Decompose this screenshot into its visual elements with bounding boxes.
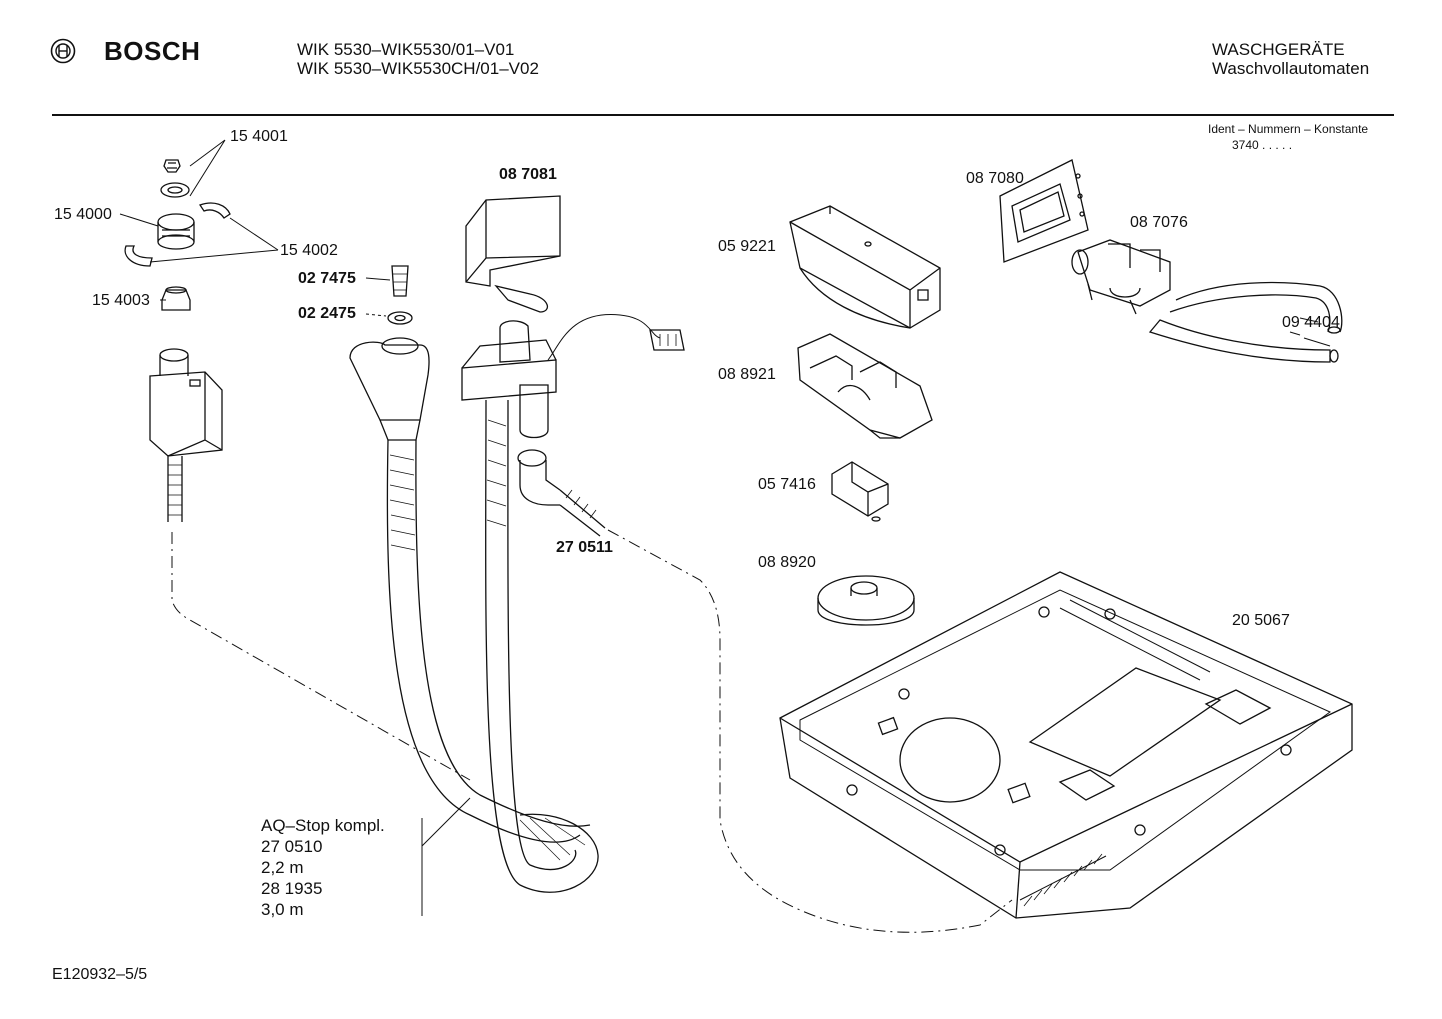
- label-05-9221: 05 9221: [718, 238, 776, 255]
- base-plate-20-5067: [779, 571, 1353, 919]
- cover-08-7081: [465, 195, 561, 313]
- drain-hose: [461, 320, 599, 893]
- label-08-7080: 08 7080: [966, 170, 1024, 187]
- label-15-4000: 15 4000: [54, 206, 112, 223]
- label-15-4001: 15 4001: [230, 128, 288, 145]
- plug-05-7416: [831, 461, 889, 522]
- label-08-8920: 08 8920: [758, 554, 816, 571]
- label-15-4002: 15 4002: [280, 242, 338, 259]
- label-20-5067: 20 5067: [1232, 612, 1290, 629]
- sensor-cable-27-0511: [517, 449, 606, 537]
- category-line-1: WASCHGERÄTE: [1212, 40, 1345, 59]
- plate-08-7080: [999, 159, 1089, 263]
- inlet-hose: [349, 337, 591, 843]
- ident-title: Ident – Nummern – Konstante: [1208, 122, 1369, 136]
- filter-screen-02-7475: [391, 265, 409, 297]
- model-line-1: WIK 5530–WIK5530/01–V01: [297, 40, 515, 59]
- category-line-2: Waschvollautomaten: [1212, 59, 1370, 78]
- label-08-7081: 08 7081: [499, 166, 557, 183]
- threaded-fitting-15-4000: [157, 213, 195, 250]
- clip-15-4002: [124, 202, 231, 267]
- ident-value: 3740 . . . . .: [1232, 138, 1293, 152]
- label-15-4003: 15 4003: [92, 292, 150, 309]
- holder-08-8921: [797, 333, 933, 439]
- label-05-7416: 05 7416: [758, 476, 816, 493]
- model-line-2: WIK 5530–WIK5530CH/01–V02: [297, 59, 539, 78]
- washer-15-4001: [160, 182, 190, 198]
- label-08-7076: 08 7076: [1130, 214, 1188, 231]
- header-rule: [52, 114, 1394, 116]
- cap-15-4003: [161, 286, 191, 311]
- aq-stop-length-1: 2,2 m: [261, 858, 304, 877]
- aq-stop-valve: [149, 348, 223, 522]
- label-02-2475: 02 2475: [298, 305, 356, 322]
- hose-09-4404: [1148, 281, 1343, 363]
- bosch-logo-icon: [50, 38, 76, 64]
- aq-stop-part-2: 28 1935: [261, 879, 323, 898]
- connector-plug: [649, 329, 685, 351]
- aq-stop-length-2: 3,0 m: [261, 900, 304, 919]
- housing-05-9221: [789, 205, 941, 329]
- nut-15-4001: [163, 159, 181, 173]
- aq-stop-part-1: 27 0510: [261, 837, 323, 856]
- drawing-id: E120932–5/5: [52, 966, 148, 983]
- brand-name: BOSCH: [104, 36, 201, 66]
- label-09-4404: 09 4404: [1282, 314, 1340, 331]
- aq-stop-block: AQ–Stop kompl. 27 0510 2,2 m 28 1935 3,0…: [261, 815, 385, 920]
- label-27-0511: 27 0511: [556, 539, 613, 556]
- label-08-8921: 08 8921: [718, 366, 776, 383]
- seal-02-2475: [387, 311, 413, 325]
- label-02-7475: 02 7475: [298, 270, 356, 287]
- valve-08-7076: [1071, 239, 1171, 315]
- disc-08-8920: [817, 575, 915, 626]
- electric-lead: [547, 314, 661, 361]
- aq-stop-title: AQ–Stop kompl.: [261, 816, 385, 835]
